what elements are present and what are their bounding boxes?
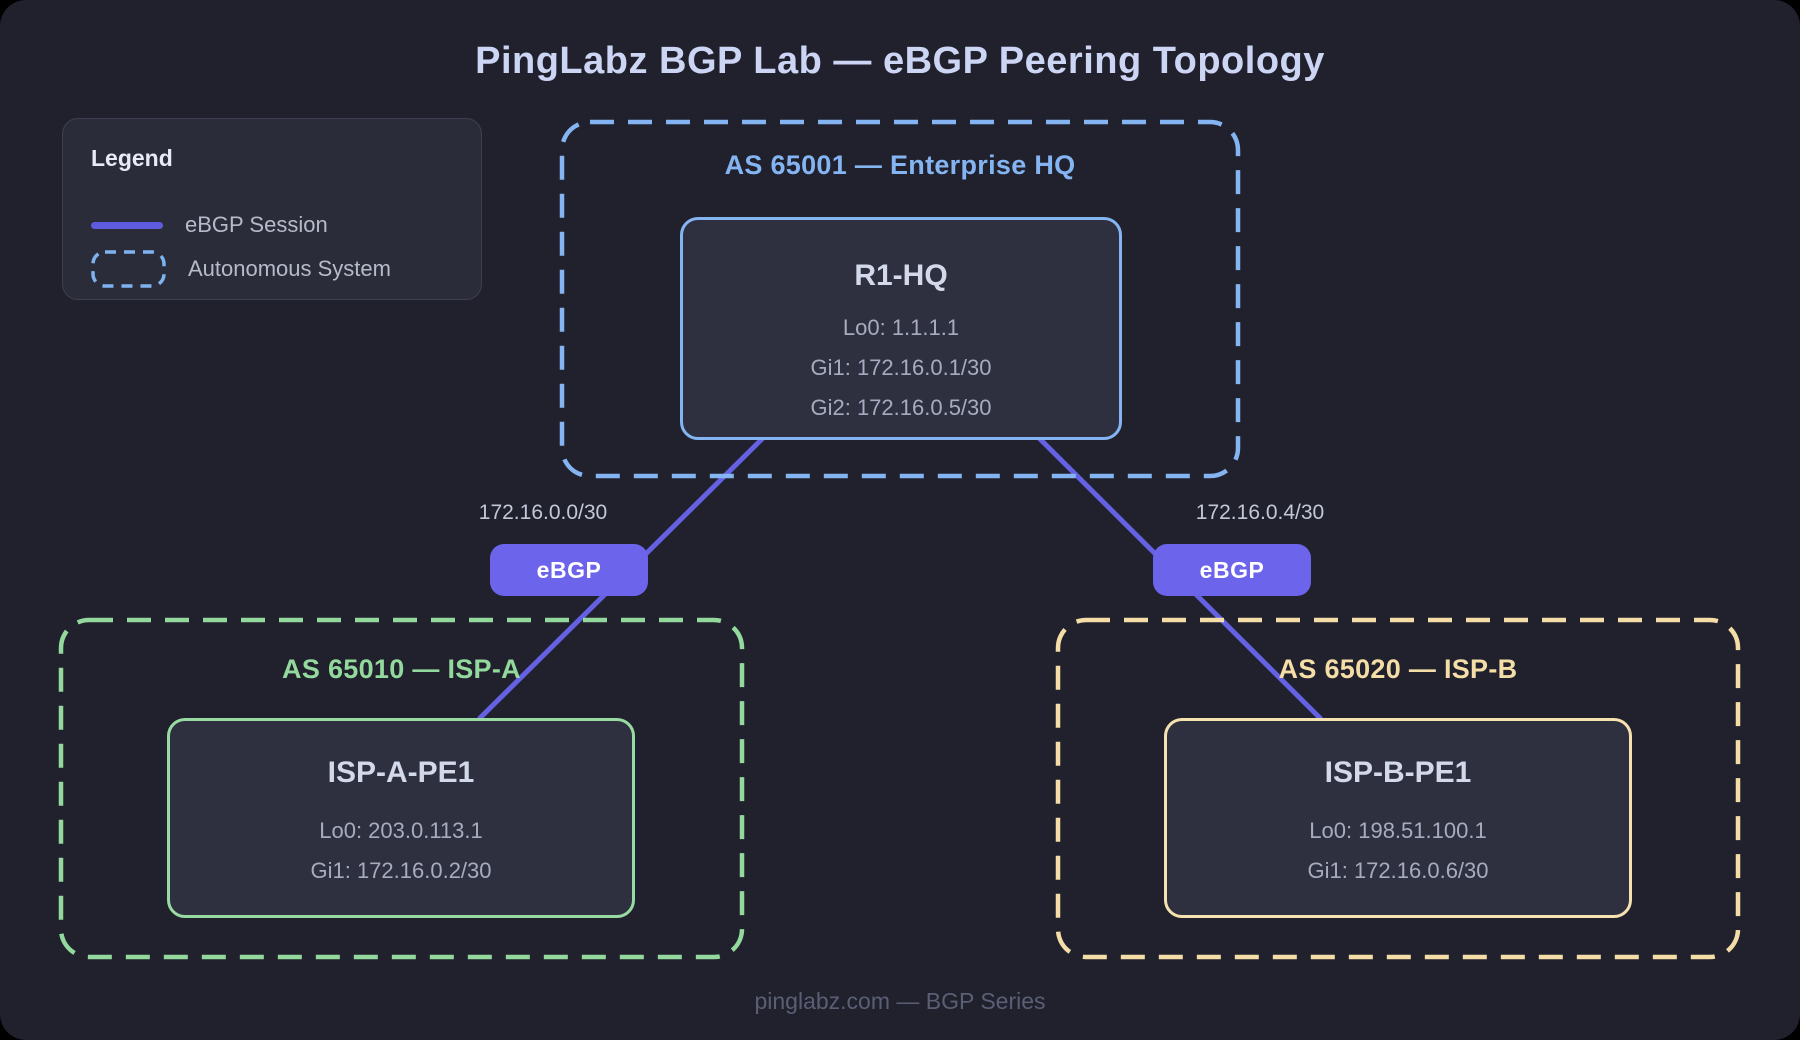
router-interface: Gi1: 172.16.0.6/30	[1307, 858, 1489, 883]
as-65010-label: AS 65010 — ISP-A	[282, 654, 521, 684]
as-65001-boundary	[559, 119, 1241, 479]
router-node-r1-hq: R1-HQ Lo0: 1.1.1.1 Gi1: 172.16.0.1/30 Gi…	[680, 217, 1122, 440]
router-interface-list: Lo0: 198.51.100.1 Gi1: 172.16.0.6/30	[1167, 811, 1629, 891]
as-65001-label: AS 65001 — Enterprise HQ	[724, 150, 1076, 180]
ebgp-badge-right: eBGP	[1153, 544, 1311, 596]
router-name: ISP-B-PE1	[1324, 756, 1472, 789]
ebgp-badge-left: eBGP	[490, 544, 648, 596]
router-node-isp-b-pe1: ISP-B-PE1 Lo0: 198.51.100.1 Gi1: 172.16.…	[1164, 718, 1632, 918]
router-interface: Lo0: 1.1.1.1	[842, 315, 960, 340]
page-title: PingLabz BGP Lab — eBGP Peering Topology	[475, 40, 1325, 82]
link-subnet-label-left: 172.16.0.0/30	[478, 501, 608, 524]
link-subnet-label-right: 172.16.0.4/30	[1195, 501, 1325, 524]
router-interface: Gi2: 172.16.0.5/30	[810, 395, 992, 420]
router-interface: Lo0: 198.51.100.1	[1309, 818, 1487, 843]
router-interface: Gi1: 172.16.0.2/30	[310, 858, 492, 883]
legend-item-label: Autonomous System	[188, 256, 391, 281]
footer-caption: pinglabz.com — BGP Series	[754, 988, 1046, 1014]
legend-panel: Legend eBGP Session Autonomous System	[62, 118, 482, 300]
as-65020-boundary	[1055, 617, 1741, 960]
autonomous-system-swatch-icon	[91, 250, 166, 288]
legend-item-autonomous-system: Autonomous System	[91, 231, 391, 307]
router-name: R1-HQ	[854, 259, 948, 292]
router-interface-list: Lo0: 203.0.113.1 Gi1: 172.16.0.2/30	[170, 811, 632, 891]
router-node-isp-a-pe1: ISP-A-PE1 Lo0: 203.0.113.1 Gi1: 172.16.0…	[167, 718, 635, 918]
ebgp-session-line-swatch	[91, 221, 163, 229]
router-interface-list: Lo0: 1.1.1.1 Gi1: 172.16.0.1/30 Gi2: 172…	[683, 308, 1119, 428]
router-interface: Gi1: 172.16.0.1/30	[810, 355, 992, 380]
router-interface: Lo0: 203.0.113.1	[319, 818, 483, 843]
legend-item-ebgp-session: eBGP Session	[91, 207, 328, 243]
legend-item-label: eBGP Session	[185, 212, 328, 237]
as-65020-label: AS 65020 — ISP-B	[1278, 654, 1518, 684]
legend-title: Legend	[91, 145, 173, 171]
as-65010-boundary	[58, 617, 745, 960]
router-name: ISP-A-PE1	[327, 756, 475, 789]
